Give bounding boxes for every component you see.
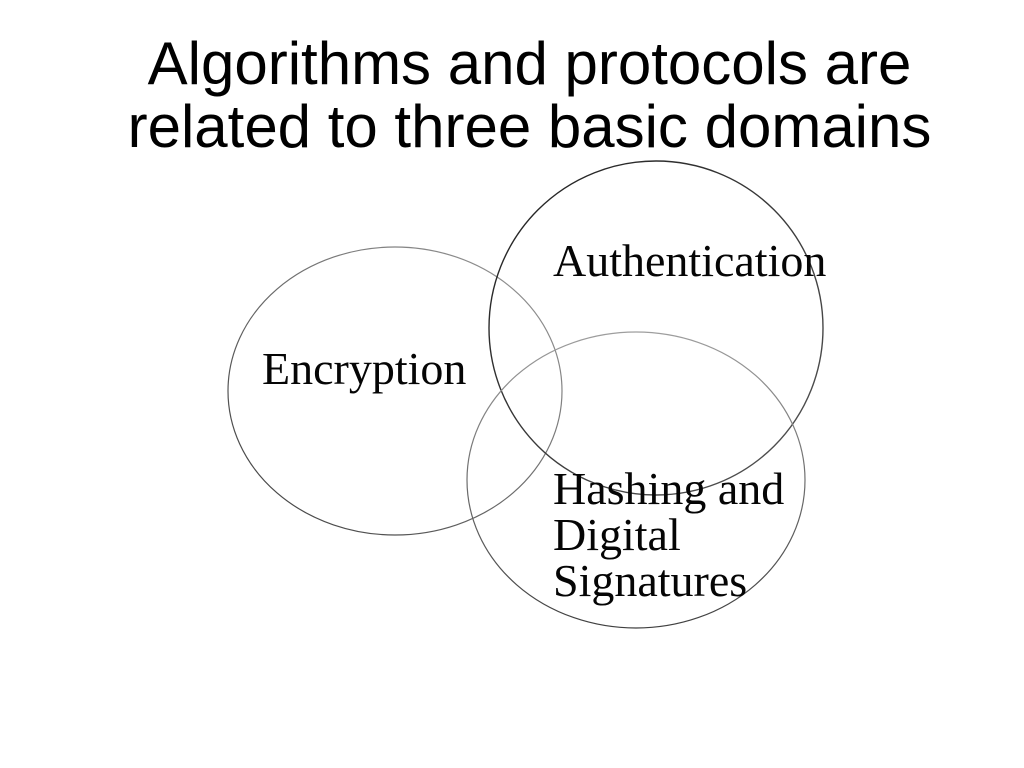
slide-title: Algorithms and protocols are related to … (127, 30, 932, 160)
encryption-label: Encryption (262, 343, 467, 394)
encryption-circle (227, 246, 563, 536)
authentication-label: Authentication (553, 235, 827, 286)
hashing-digital-signatures-label: Hashing and Digital Signatures (553, 463, 785, 606)
hashing-circle (466, 331, 806, 629)
authentication-circle (488, 160, 824, 496)
